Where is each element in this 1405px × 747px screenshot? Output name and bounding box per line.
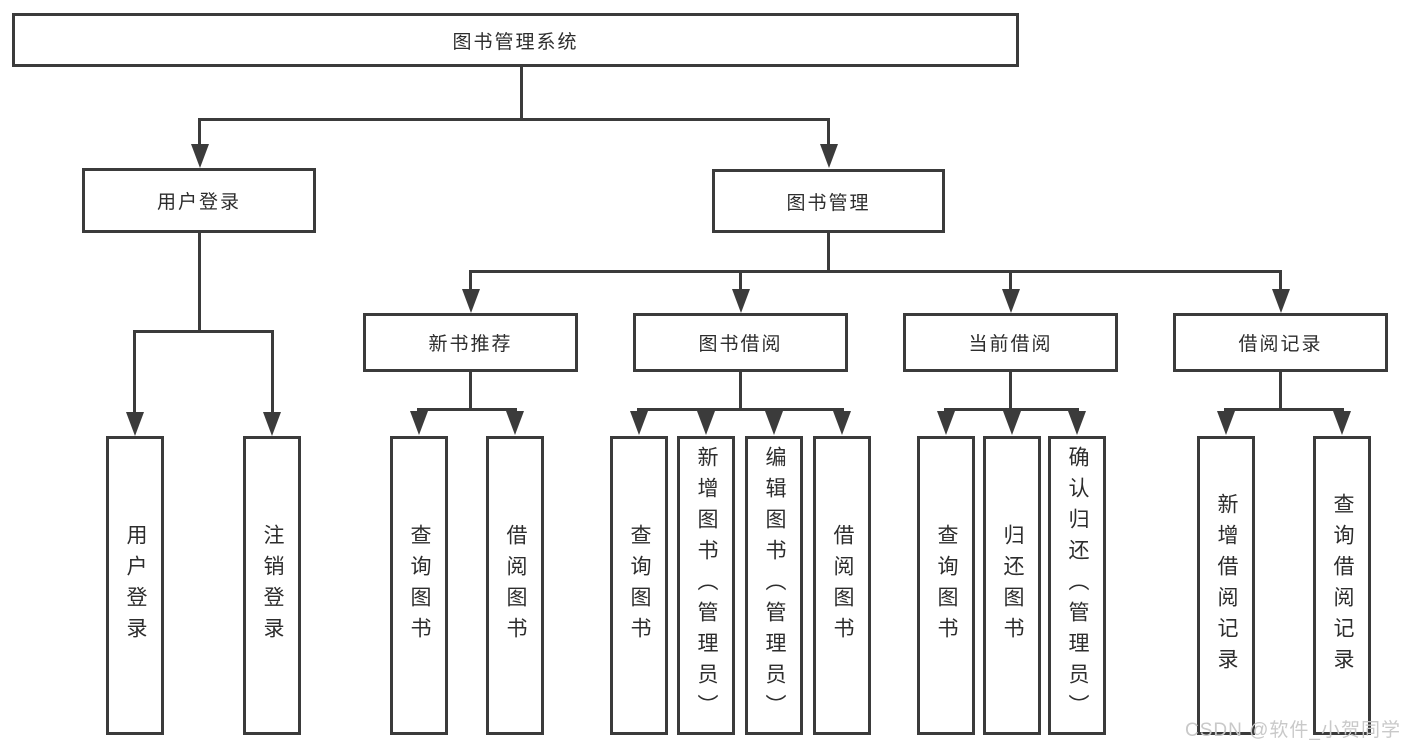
arrow-down-icon [1001, 289, 1020, 313]
connector-drop-login-leaf [133, 330, 136, 413]
connector-drop-book-borrow [739, 270, 742, 291]
arrow-down-icon [1003, 411, 1021, 435]
node-user-login: 用户登录 [82, 168, 316, 233]
arrow-down-icon [410, 411, 428, 435]
arrow-down-icon [506, 411, 524, 435]
connector-stem-root [520, 67, 523, 118]
leaf-borrow-books-recommend: 借阅图书 [486, 436, 544, 735]
connector-rail-level2 [469, 270, 1282, 273]
arrow-down-icon [1271, 289, 1290, 313]
csdn-watermark: CSDN @软件_小贺同学 [1185, 720, 1401, 741]
connector-stem-new-book [469, 372, 472, 410]
leaf-confirm-return-admin: 确认归还（管理员） [1048, 436, 1106, 735]
connector-stem-borrow-records [1279, 372, 1282, 410]
arrow-down-icon [190, 144, 209, 168]
connector-drop-current-borrow [1009, 270, 1012, 291]
connector-stem-book-management [827, 233, 830, 272]
arrow-down-icon [263, 412, 281, 436]
arrow-down-icon [697, 411, 715, 435]
arrow-down-icon [1068, 411, 1086, 435]
arrow-down-icon [765, 411, 783, 435]
leaf-user-login: 用户登录 [106, 436, 164, 735]
connector-drop-logout-leaf [270, 330, 274, 413]
arrow-down-icon [461, 289, 480, 313]
leaf-edit-book-admin: 编辑图书（管理员） [745, 436, 803, 735]
arrow-down-icon [1217, 411, 1235, 435]
connector-rail-user-login [133, 330, 273, 333]
arrow-down-icon [630, 411, 648, 435]
leaf-return-book: 归还图书 [983, 436, 1041, 735]
leaf-query-borrow-record: 查询借阅记录 [1313, 436, 1371, 735]
arrow-down-icon [819, 144, 838, 168]
arrow-down-icon [833, 411, 851, 435]
leaf-borrow-books: 借阅图书 [813, 436, 871, 735]
leaf-add-borrow-record: 新增借阅记录 [1197, 436, 1255, 735]
connector-drop-borrow-records [1279, 270, 1282, 291]
connector-drop-new-book [469, 270, 472, 291]
leaf-logout: 注销登录 [243, 436, 301, 735]
leaf-query-books-borrow: 查询图书 [610, 436, 668, 735]
arrow-down-icon [125, 412, 144, 436]
node-library-system: 图书管理系统 [12, 13, 1019, 67]
connector-stem-current-borrow [1009, 372, 1012, 410]
connector-rail-book-borrow [637, 408, 844, 411]
node-current-borrow: 当前借阅 [903, 313, 1118, 372]
connector-rail-borrow-records [1224, 408, 1344, 411]
connector-stem-user-login [198, 233, 201, 332]
leaf-query-books-recommend: 查询图书 [390, 436, 448, 735]
node-borrow-records: 借阅记录 [1173, 313, 1388, 372]
connector-rail-new-book [417, 408, 517, 411]
connector-rail-current-borrow [944, 408, 1079, 411]
node-book-borrow: 图书借阅 [633, 313, 848, 372]
node-book-management: 图书管理 [712, 169, 945, 233]
connector-stem-book-borrow [739, 372, 742, 410]
leaf-query-books-current: 查询图书 [917, 436, 975, 735]
leaf-add-book-admin: 新增图书（管理员） [677, 436, 735, 735]
arrow-down-icon [1333, 411, 1351, 435]
connector-drop-book-management [827, 118, 830, 146]
connector-rail-level1 [198, 118, 830, 121]
arrow-down-icon [937, 411, 955, 435]
arrow-down-icon [731, 289, 750, 313]
connector-drop-user-login [198, 118, 201, 146]
node-new-book-recommend: 新书推荐 [363, 313, 578, 372]
